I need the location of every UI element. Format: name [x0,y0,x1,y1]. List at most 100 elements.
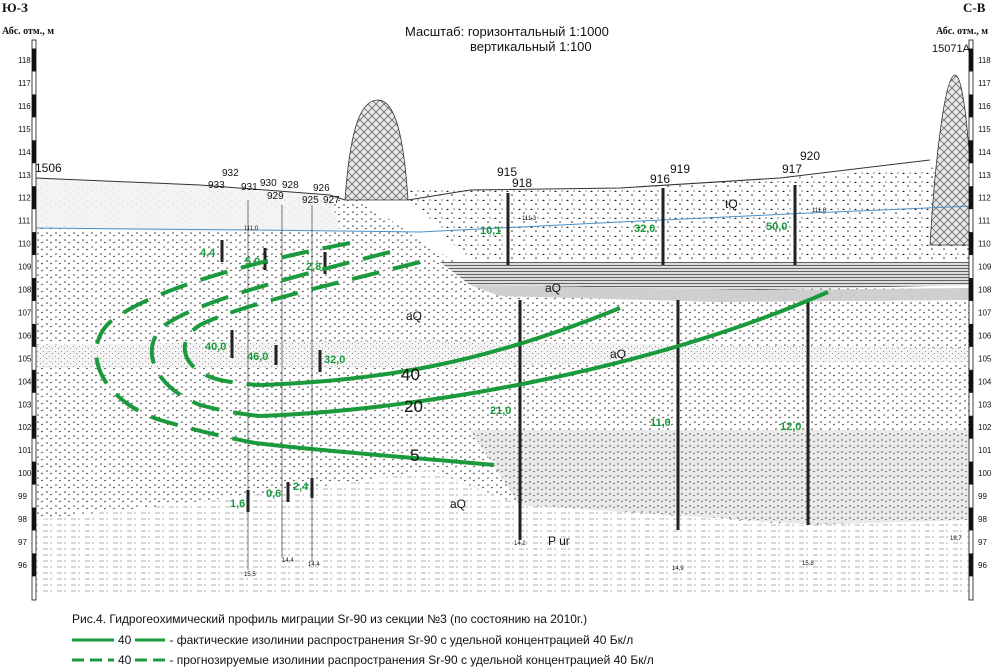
depth-label: 14,9 [672,566,684,572]
axis-tick-label: 99 [978,492,987,501]
axis-tick-label: 109 [18,263,32,272]
axis-block [969,553,973,577]
axis-tick-label: 102 [978,423,992,432]
concentration-value: 2,4 [293,481,309,493]
legend-value: 40 [118,653,132,667]
axis-block [969,94,973,118]
concentration-value: 32,0 [634,223,655,235]
axis-block [969,461,973,485]
isoline-label-40: 40 [401,365,420,384]
axis-title-left: Абс. отм., м [2,26,54,37]
axis-tick-label: 103 [978,400,992,409]
axis-tick-label: 104 [18,377,32,386]
axis-block [32,507,36,531]
axis-tick-label: 101 [18,446,32,455]
clay-lens [470,285,973,302]
actual-isoline-5 [254,441,495,467]
well-label: 916 [650,172,670,186]
well-label: 15071А [932,43,971,55]
axis-block [32,186,36,210]
concentration-value: 50,0 [766,221,787,233]
axis-tick-label: 98 [18,515,27,524]
axis-block [32,278,36,301]
concentration-value: 40,0 [205,341,226,353]
axis-tick-label: 110 [18,240,31,249]
axis-block [32,323,36,347]
concentration-value: 46,0 [247,351,268,363]
axis-block [32,369,36,393]
actual-isolines [254,290,829,467]
axis-block [969,186,973,210]
depth-labels: 15,5 14,4 14,4 14,2 14,9 15,8 18,7 [244,536,962,578]
axis-block [969,278,973,301]
concentration-value: 12,0 [780,421,801,433]
axis-tick-label: 99 [18,492,27,501]
well-label: 1506 [35,161,62,175]
dump-right [929,74,974,246]
forecast-isolines [94,241,421,445]
axis-block [969,323,973,347]
stratum-label: aQ [406,309,422,323]
stratum-label: aQ [545,281,561,295]
axis-tick-label: 104 [978,377,992,386]
concentration-value: 0,6 [266,488,281,500]
upper-sand-layer [400,165,973,262]
dump-left [344,99,409,201]
axis-tick-label: 114 [978,148,991,157]
legend-text: - фактические изолинии распространения S… [169,633,634,647]
forecast-isoline-middle [149,250,391,418]
depth-label: 15,5 [244,572,256,578]
axis-block [969,415,973,439]
concentration-value: 2,8 [306,261,321,273]
level-label: 111,6 [812,208,827,214]
axis-tick-label: 116 [978,102,991,111]
stratum-labels: tQ aQ aQ aQ aQ P ur [406,197,738,548]
axis-tick-label: 109 [978,263,992,272]
axis-block [969,232,973,256]
well-label: 932 [222,168,239,179]
legend-solid-line [72,638,114,642]
axis-block [32,232,36,256]
axis-tick-label: 116 [18,102,31,111]
axis-tick-label: 107 [978,308,992,317]
well-label: 928 [282,180,299,191]
axis-block [969,48,973,72]
stratum-label: aQ [450,497,466,511]
axis-tick-label: 103 [18,400,32,409]
stratum-label: P ur [548,534,570,548]
stratum-label: aQ [610,347,626,361]
axis-block [32,553,36,577]
legend-dashed-line [72,658,114,662]
axis-tick-label: 100 [18,469,32,478]
well-label: 920 [800,149,820,163]
axis-tick-label: 113 [18,171,31,180]
axis-tick-label: 107 [18,308,32,317]
concentration-value: 21,0 [490,405,511,417]
depth-label: 18,7 [950,536,962,542]
well-label: 933 [208,180,225,191]
water-table [34,205,974,233]
axis-block [969,507,973,531]
well-label: 929 [267,191,284,202]
axis-tick-label: 106 [18,331,32,340]
axis-tick-label: 117 [978,79,991,88]
concentration-value: 1,6 [230,498,245,510]
axis-block [32,94,36,118]
well-label: 925 [302,195,319,206]
well-label: 919 [670,162,690,176]
concentration-labels: 4,4 5,0 2,8 10,1 32,0 50,0 40,0 46,0 32,… [200,221,801,510]
axis-tick-label: 110 [978,240,991,249]
forecast-isoline-inner [182,260,421,387]
concentration-value: 11,0 [650,417,671,429]
axis-block [32,140,36,164]
wells [220,185,810,570]
ground-surface [34,159,931,201]
level-label: 111,0 [244,226,259,232]
well-label: 926 [313,183,330,194]
axis-tick-label: 100 [978,469,992,478]
axis-block [32,48,36,72]
left-topsoil [35,178,340,232]
right-axis [968,39,974,601]
